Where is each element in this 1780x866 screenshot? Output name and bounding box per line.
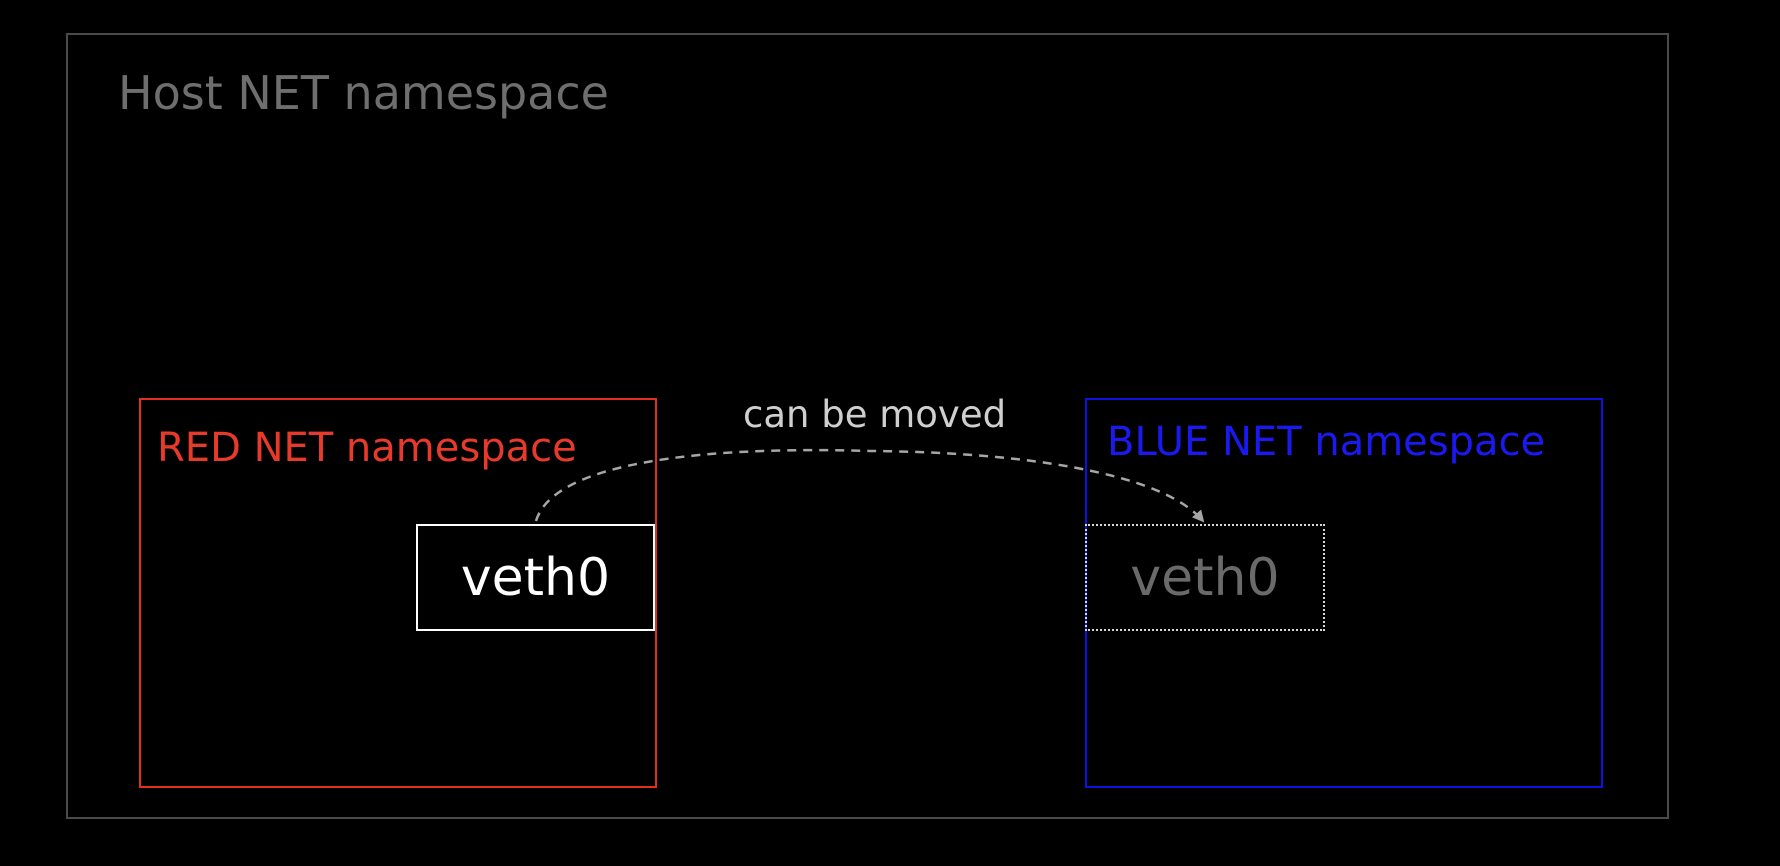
- veth-target-label: veth0: [1130, 547, 1280, 608]
- host-namespace-box: [66, 33, 1669, 819]
- blue-namespace-title: BLUE NET namespace: [1107, 419, 1546, 465]
- veth-interface-source: veth0: [416, 524, 655, 631]
- red-namespace-box: [139, 398, 657, 788]
- move-arrow-label: can be moved: [743, 393, 1007, 436]
- red-namespace-title: RED NET namespace: [157, 425, 577, 471]
- move-arrow-path: [534, 448, 1205, 523]
- host-namespace-title: Host NET namespace: [118, 66, 609, 120]
- veth-interface-target: veth0: [1085, 524, 1325, 631]
- veth-source-label: veth0: [460, 547, 611, 608]
